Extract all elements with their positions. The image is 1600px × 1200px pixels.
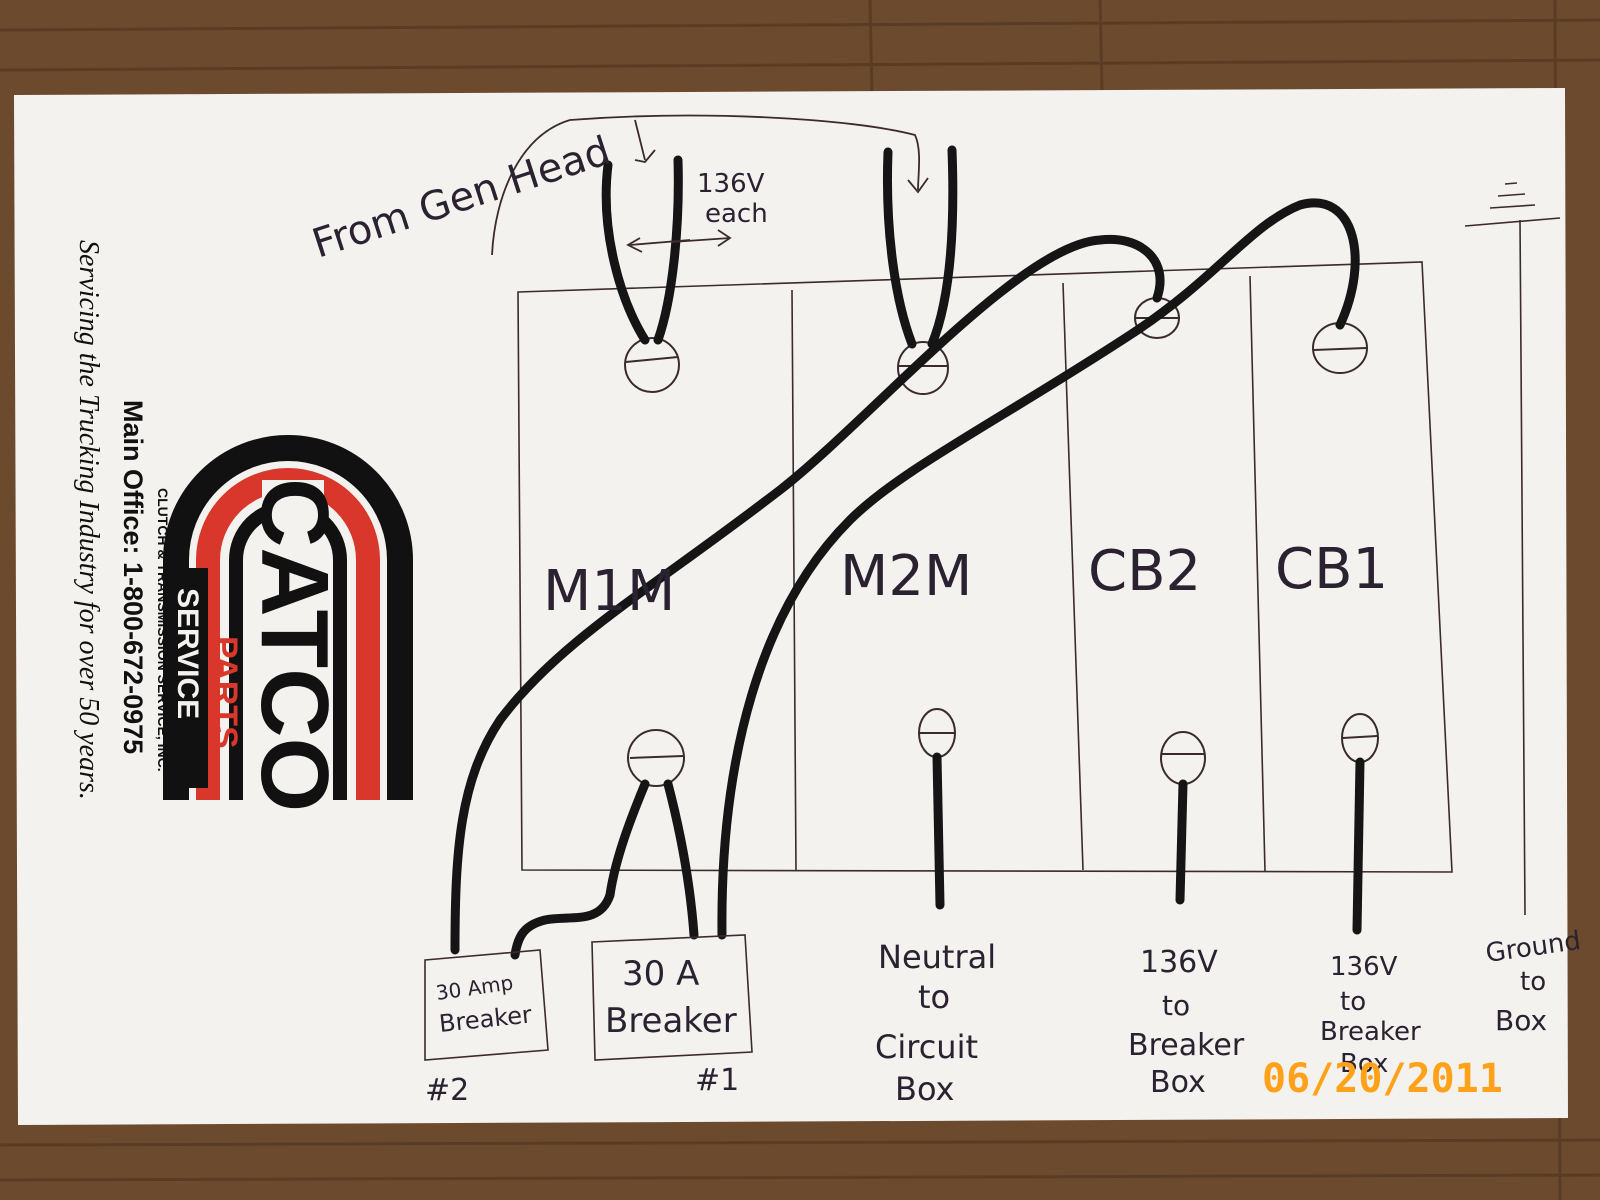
date-stamp: 06/20/2011 bbox=[1262, 1056, 1503, 1102]
breaker-1-line1: 30 A bbox=[622, 954, 699, 994]
voltage-note-line1: 136V bbox=[697, 169, 765, 199]
cb2-out-line2: to bbox=[1162, 989, 1190, 1022]
wire-m1m-bottom-1 bbox=[605, 779, 650, 900]
terminal-cb2-bottom bbox=[1160, 731, 1206, 785]
neutral-line3: Circuit bbox=[875, 1028, 978, 1066]
cb2-out-line1: 136V bbox=[1140, 945, 1218, 980]
brand-parts: PARTS bbox=[206, 636, 244, 749]
cb1-out-line4: Box bbox=[1340, 1049, 1388, 1079]
wire-neutral bbox=[932, 752, 945, 910]
wire-genhead-a2 bbox=[653, 155, 683, 345]
wire-genhead-a1 bbox=[601, 160, 650, 345]
panel-label-cb2: CB2 bbox=[1088, 539, 1201, 604]
cb2-out-line4: Box bbox=[1150, 1065, 1206, 1100]
neutral-line2: to bbox=[918, 978, 950, 1016]
company-name: CLUTCH & TRANSMISSION SERVICE, INC. bbox=[155, 488, 171, 772]
wire-cb2-to-breaker2 bbox=[450, 234, 1165, 955]
phone-line: Main Office: 1-800-672-0975 bbox=[118, 400, 148, 754]
wire-genhead-b2 bbox=[927, 145, 958, 349]
neutral-line4: Box bbox=[895, 1070, 954, 1108]
voltage-arrow-right bbox=[671, 229, 732, 247]
breaker-1-number: #1 bbox=[695, 1063, 739, 1098]
wire-cb1-to-breaker1 bbox=[717, 198, 1360, 940]
wire-m1m-to-breaker2 bbox=[510, 890, 615, 960]
wire-genhead-b1 bbox=[882, 147, 917, 349]
ground-line3: Box bbox=[1495, 1004, 1547, 1037]
cb1-out-line1: 136V bbox=[1330, 952, 1398, 982]
catco-logo: CATCO PARTS SERVICE bbox=[163, 435, 413, 812]
breaker-2-number: #2 bbox=[425, 1073, 469, 1108]
cb1-out-line2: to bbox=[1340, 987, 1366, 1017]
cb1-out-line3: Breaker bbox=[1320, 1017, 1421, 1047]
catco-logo-text: CATCO bbox=[241, 478, 348, 812]
brand-service: SERVICE bbox=[171, 588, 204, 719]
voltage-note-line2: each bbox=[705, 199, 768, 229]
tagline: Servicing the Trucking Industry for over… bbox=[73, 240, 104, 800]
breaker-1-line2: Breaker bbox=[605, 1001, 737, 1041]
wire-m1m-bottom-2 bbox=[663, 779, 699, 940]
panel-frame bbox=[517, 182, 1561, 916]
gen-head-arrows bbox=[491, 114, 929, 256]
cb2-out-line3: Breaker bbox=[1128, 1028, 1245, 1063]
wire-cb2-out bbox=[1175, 779, 1188, 905]
panel-label-m1m: M1M bbox=[543, 559, 675, 624]
panel-label-cb1: CB1 bbox=[1275, 537, 1388, 602]
breaker-1-box bbox=[591, 934, 753, 1061]
terminal-m1m-top bbox=[624, 337, 680, 393]
ground-line2: to bbox=[1520, 967, 1546, 997]
terminal-m2m-top bbox=[897, 341, 949, 395]
wires bbox=[450, 145, 1365, 960]
panel-label-m2m: M2M bbox=[840, 544, 972, 609]
neutral-line1: Neutral bbox=[878, 938, 996, 976]
breaker-2-box bbox=[424, 949, 549, 1061]
wire-cb1-out bbox=[1352, 757, 1365, 935]
